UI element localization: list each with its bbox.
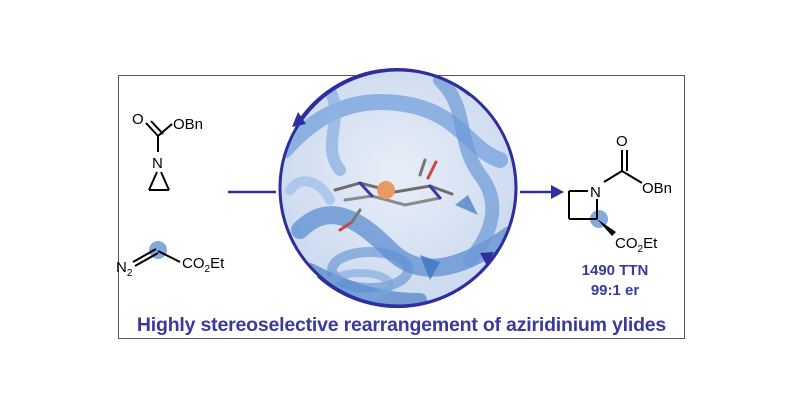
azetidine-product: O N OBn CO2Et <box>568 133 672 255</box>
cycle-arrowhead-right <box>480 252 494 266</box>
enzyme-active-site-image <box>278 68 518 309</box>
aziridine-obn-label: OBn <box>173 116 203 133</box>
product-carbonyl-oxygen: O <box>616 133 628 150</box>
reaction-arrow <box>228 185 564 199</box>
cycle-arrowhead-left <box>292 112 306 127</box>
ttn-value: 1490 TTN <box>581 262 649 279</box>
abstract-caption: Highly stereoselective rearrangement of … <box>136 314 667 336</box>
stereo-wedge <box>597 219 616 236</box>
iron-atom <box>377 181 395 199</box>
product-nitrogen: N <box>590 184 601 201</box>
er-value: 99:1 er <box>590 282 640 299</box>
product-ester-label: CO2Et <box>615 235 658 255</box>
product-obn-label: OBn <box>642 180 672 197</box>
aziridine-reactant <box>145 120 173 191</box>
diazo-reactant: N2 CO2Et <box>116 241 225 279</box>
diazo-ester-label: CO2Et <box>182 255 225 275</box>
aziridine-nitrogen: N <box>152 155 163 172</box>
aziridine-carbonyl-oxygen: O <box>132 111 144 128</box>
heme-cofactor <box>333 158 454 232</box>
diazo-n2-label: N2 <box>116 259 133 279</box>
